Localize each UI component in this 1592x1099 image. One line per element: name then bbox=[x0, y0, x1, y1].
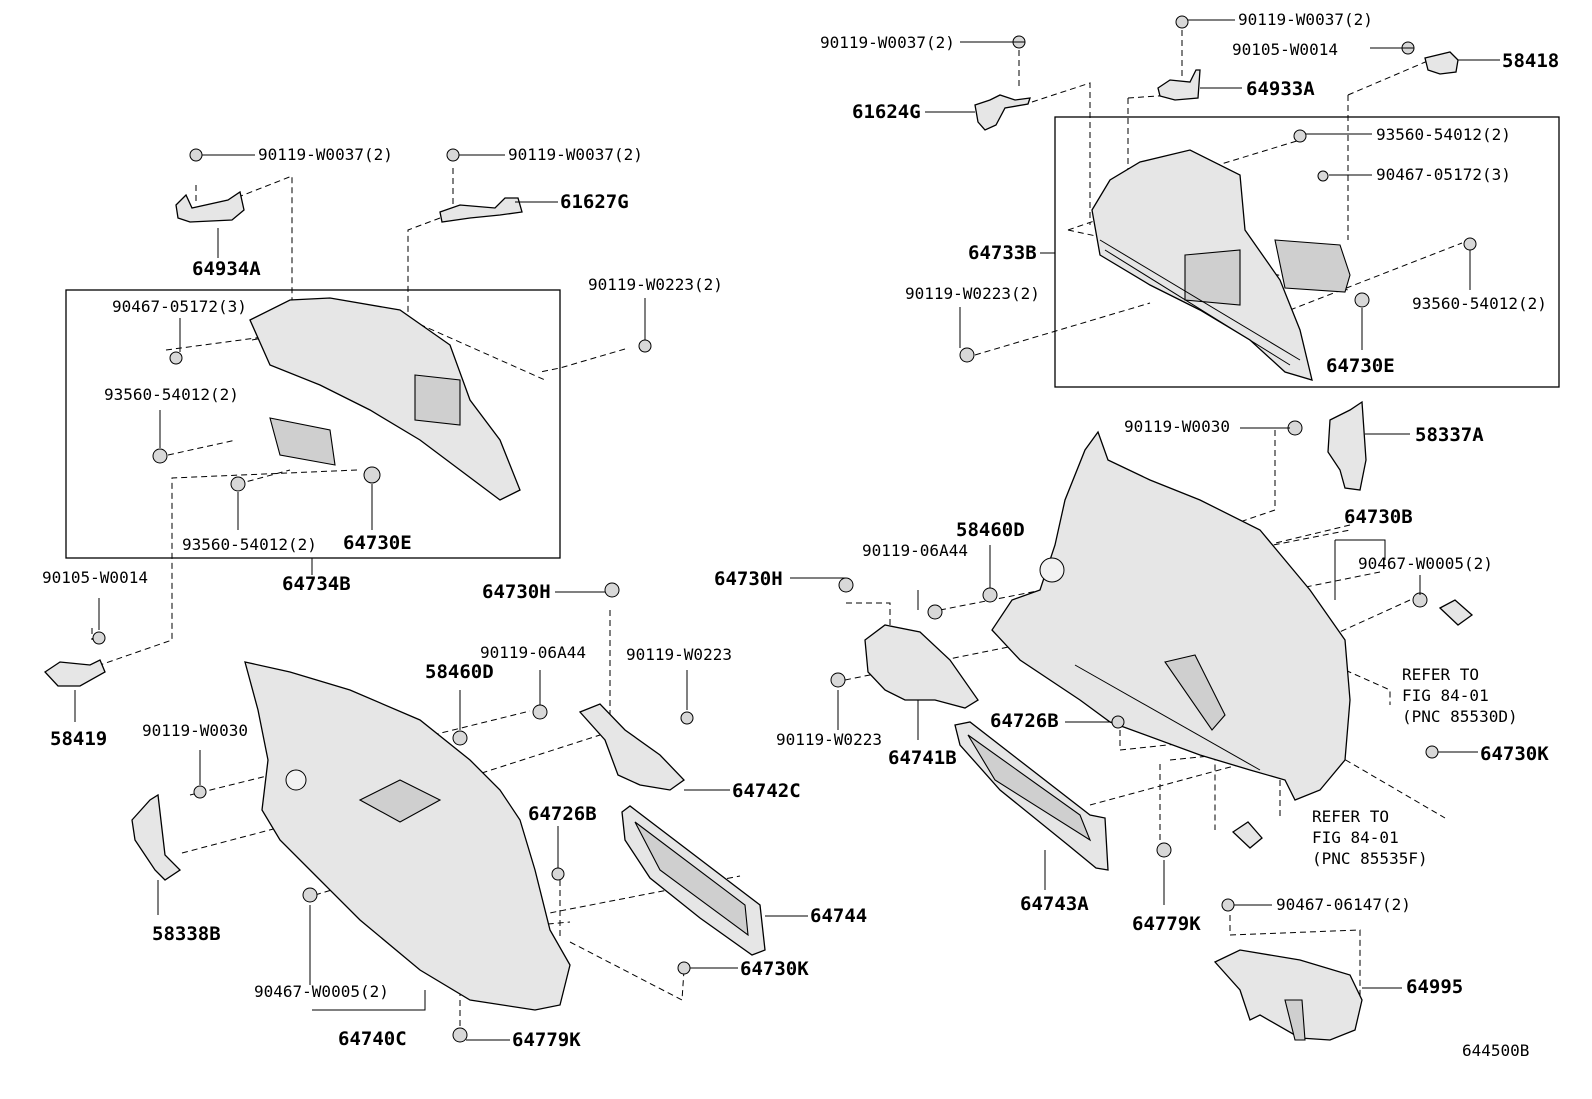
label-64733B: 64733B bbox=[968, 242, 1037, 264]
label-64995: 64995 bbox=[1406, 976, 1463, 998]
refer-note-1-line3: (PNC 85530D) bbox=[1402, 707, 1518, 726]
label-90105-W0014: 90105-W0014 bbox=[1232, 40, 1338, 59]
label-58337A: 58337A bbox=[1415, 424, 1484, 446]
label-58460D-right: 58460D bbox=[956, 519, 1025, 541]
label-90467-05172: 90467-05172(3) bbox=[1376, 165, 1511, 184]
part-64933A bbox=[1157, 69, 1201, 101]
part-64744 bbox=[621, 805, 766, 956]
label-64742C: 64742C bbox=[732, 780, 801, 802]
label-58419: 58419 bbox=[50, 728, 107, 750]
leader-lines bbox=[74, 19, 1500, 1041]
footer-code: 644500B bbox=[1462, 1041, 1529, 1060]
part-64934A bbox=[175, 190, 245, 223]
refer-note-1-line1: REFER TO bbox=[1402, 665, 1479, 684]
part-61627G bbox=[439, 197, 523, 223]
socket-85530D bbox=[1438, 599, 1474, 626]
label-90467-05172-left: 90467-05172(3) bbox=[112, 297, 247, 316]
label-90119-W0030-left: 90119-W0030 bbox=[142, 721, 248, 740]
part-64995 bbox=[1213, 949, 1363, 1041]
part-58418 bbox=[1424, 51, 1459, 75]
label-93560-54012-b: 93560-54012(2) bbox=[1412, 294, 1547, 313]
label-93560-54012-left-b: 93560-54012(2) bbox=[182, 535, 317, 554]
label-58338B: 58338B bbox=[152, 923, 221, 945]
part-64741B bbox=[864, 624, 979, 709]
label-64743A: 64743A bbox=[1020, 893, 1089, 915]
part-64742C bbox=[578, 703, 685, 791]
label-90119-W0223-left: 90119-W0223 bbox=[626, 645, 732, 664]
label-64730K-left: 64730K bbox=[740, 958, 809, 980]
label-61624G: 61624G bbox=[852, 101, 921, 123]
label-64934A: 64934A bbox=[192, 258, 261, 280]
label-64730H-left: 64730H bbox=[482, 581, 551, 603]
label-90119-W0037-left-a: 90119-W0037(2) bbox=[258, 145, 393, 164]
refer-note-1-line2: FIG 84-01 bbox=[1402, 686, 1489, 705]
label-64740C: 64740C bbox=[338, 1028, 407, 1050]
label-58460D-left: 58460D bbox=[425, 661, 494, 683]
socket-85535F bbox=[1231, 821, 1263, 849]
label-61627G: 61627G bbox=[560, 191, 629, 213]
assembly-box-right bbox=[1054, 116, 1560, 388]
part-58338B bbox=[131, 793, 182, 881]
part-64734B bbox=[249, 297, 521, 501]
label-90119-W0037-left-b: 90119-W0037(2) bbox=[508, 145, 643, 164]
label-90119-W0223-left-2: 90119-W0223(2) bbox=[588, 275, 723, 294]
label-64734B: 64734B bbox=[282, 573, 351, 595]
part-64730B bbox=[991, 430, 1351, 801]
label-90119-W0223-2: 90119-W0223(2) bbox=[905, 284, 1040, 303]
refer-note-2-line2: FIG 84-01 bbox=[1312, 828, 1399, 847]
label-64730B: 64730B bbox=[1344, 506, 1413, 528]
refer-note-2-line3: (PNC 85535F) bbox=[1312, 849, 1428, 868]
label-64779K-right: 64779K bbox=[1132, 913, 1201, 935]
fasteners bbox=[92, 15, 1477, 1043]
part-64740C bbox=[244, 661, 571, 1011]
label-64730K-right: 64730K bbox=[1480, 743, 1549, 765]
label-64730E-left: 64730E bbox=[343, 532, 412, 554]
label-90119-06A44-left: 90119-06A44 bbox=[480, 643, 586, 662]
label-90105-W0014-left: 90105-W0014 bbox=[42, 568, 148, 587]
label-90467-W0005-left: 90467-W0005(2) bbox=[254, 982, 389, 1001]
part-58419 bbox=[44, 659, 106, 687]
label-64744: 64744 bbox=[810, 905, 867, 927]
part-61624G bbox=[974, 94, 1031, 131]
label-90467-06147: 90467-06147(2) bbox=[1276, 895, 1411, 914]
labels-left: 90119-W0037(2) 90119-W0037(2) 61627G 649… bbox=[42, 145, 867, 1051]
part-64743A bbox=[954, 721, 1109, 871]
label-64741B: 64741B bbox=[888, 747, 957, 769]
label-64933A: 64933A bbox=[1246, 78, 1315, 100]
label-90467-W0005-right: 90467-W0005(2) bbox=[1358, 554, 1493, 573]
label-90119-W0030-right: 90119-W0030 bbox=[1124, 417, 1230, 436]
label-90119-W0037-a: 90119-W0037(2) bbox=[820, 33, 955, 52]
part-64733B bbox=[1091, 149, 1351, 381]
label-93560-54012-a: 93560-54012(2) bbox=[1376, 125, 1511, 144]
label-58418: 58418 bbox=[1502, 50, 1559, 72]
label-90119-W0223-right: 90119-W0223 bbox=[776, 730, 882, 749]
label-90119-W0037-b: 90119-W0037(2) bbox=[1238, 10, 1373, 29]
assembly-box-left bbox=[65, 289, 561, 559]
labels-right: 90119-W0037(2) 90119-W0037(2) 90105-W001… bbox=[714, 10, 1559, 1060]
label-93560-54012-left-a: 93560-54012(2) bbox=[104, 385, 239, 404]
refer-note-2-line1: REFER TO bbox=[1312, 807, 1389, 826]
label-64726B-right: 64726B bbox=[990, 710, 1059, 732]
label-64726B-left: 64726B bbox=[528, 803, 597, 825]
label-64730H-right: 64730H bbox=[714, 568, 783, 590]
part-58337A bbox=[1327, 400, 1367, 491]
label-64779K-left: 64779K bbox=[512, 1029, 581, 1051]
label-90119-06A44-right: 90119-06A44 bbox=[862, 541, 968, 560]
label-64730E-right: 64730E bbox=[1326, 355, 1395, 377]
